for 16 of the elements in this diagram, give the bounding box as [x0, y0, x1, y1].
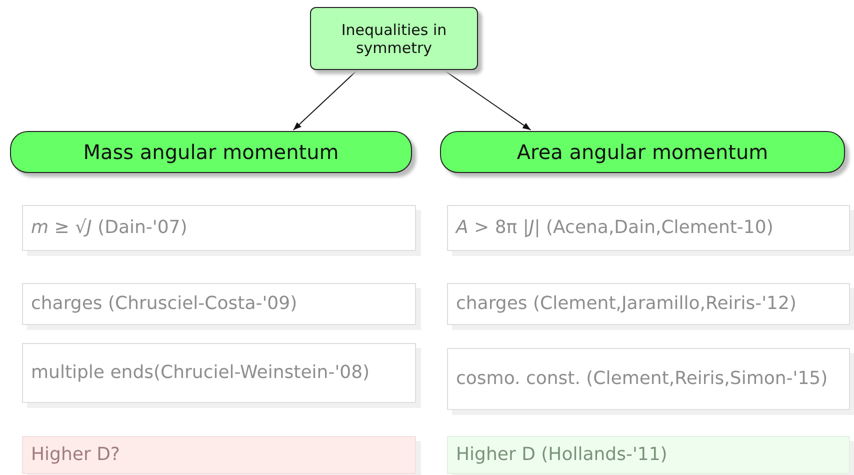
node-text: Inequalities in symmetry [341, 20, 447, 56]
topic-box [310, 7, 478, 70]
node-text: Higher D (Hollands-'11) [456, 444, 668, 466]
arrow [443, 70, 532, 130]
node-text: Higher D? [31, 444, 120, 466]
node-text: Area angular momentum [516, 140, 768, 164]
category-box [440, 131, 845, 173]
category-box [10, 131, 412, 173]
node-text: charges (Chrusciel-Costa-'09) [31, 293, 298, 315]
node-text: A > 8π |J| (Acena,Dain,Clement-10) [456, 217, 774, 239]
node-text: cosmo. const. (Clement,Reiris,Simon-'15) [456, 368, 828, 390]
node-text: charges (Clement,Jaramillo,Reiris-'12) [456, 293, 796, 315]
node-text: m ≥ √J (Dain-'07) [31, 217, 188, 239]
node-text: Mass angular momentum [83, 140, 339, 164]
node-text: multiple ends(Chruciel-Weinstein-'08) [31, 362, 370, 384]
arrow [292, 70, 358, 130]
